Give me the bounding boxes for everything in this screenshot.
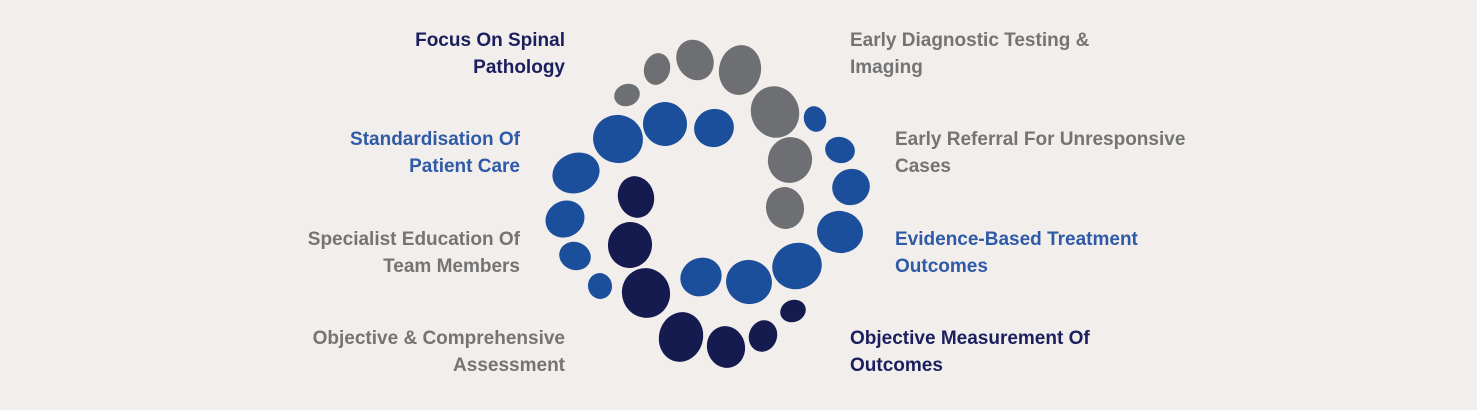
label-line: Team Members — [383, 256, 520, 277]
pebble — [825, 136, 855, 164]
pebble-circle-diagram — [545, 39, 870, 368]
pebble — [767, 137, 813, 183]
label-line: Assessment — [453, 355, 565, 376]
pebble — [593, 114, 643, 164]
label-early-diagnostic-testing: Early Diagnostic Testing & Imaging — [850, 27, 1089, 81]
gray-pebble-group — [614, 39, 813, 229]
pebble — [832, 168, 870, 206]
label-line: Outcomes — [895, 256, 988, 277]
label-objective-measurement: Objective Measurement Of Outcomes — [850, 325, 1090, 379]
label-early-referral: Early Referral For Unresponsive Cases — [895, 126, 1185, 180]
label-standardisation-of-patient-care: Standardisation Of Patient Care — [350, 126, 520, 180]
label-specialist-education: Specialist Education Of Team Members — [308, 226, 520, 280]
label-line: Cases — [895, 156, 951, 177]
pebble — [803, 106, 827, 132]
pebble — [643, 102, 687, 146]
label-line: Objective Measurement Of — [850, 328, 1090, 349]
pebble — [614, 83, 640, 107]
navy-pebble-group — [607, 176, 806, 368]
pebble — [621, 268, 671, 318]
label-line: Outcomes — [850, 355, 943, 376]
pebble — [780, 299, 806, 323]
pebble — [559, 241, 591, 271]
pebble — [765, 187, 805, 229]
label-line: Patient Care — [409, 156, 520, 177]
pebble — [607, 222, 653, 268]
label-line: Pathology — [473, 57, 565, 78]
label-line: Focus On Spinal — [415, 30, 565, 51]
blue-pebble-group — [545, 102, 870, 305]
label-line: Early Diagnostic Testing & — [850, 30, 1090, 51]
label-line: Evidence-Based Treatment — [895, 229, 1138, 250]
pebble — [750, 86, 800, 138]
label-evidence-based-treatment: Evidence-Based Treatment Outcomes — [895, 226, 1138, 280]
label-line: Objective & Comprehensive — [312, 328, 565, 349]
label-line: Early Referral For Unresponsive — [895, 129, 1186, 150]
pebble — [617, 176, 655, 218]
pebble — [587, 273, 613, 299]
pebble — [658, 312, 704, 362]
label-line: Specialist Education Of — [307, 229, 520, 250]
pebble — [817, 210, 863, 254]
pebble — [694, 108, 734, 148]
label-line: Standardisation Of — [350, 129, 520, 150]
pebble — [676, 39, 714, 81]
label-focus-on-spinal-pathology: Focus On Spinal Pathology — [415, 27, 565, 81]
pebble — [772, 242, 822, 290]
pebble — [748, 320, 778, 352]
pebble — [726, 259, 772, 305]
pebble — [545, 200, 585, 238]
pebble — [680, 257, 722, 297]
label-line: Imaging — [850, 57, 923, 78]
pebble — [718, 45, 762, 95]
pebble — [552, 152, 600, 194]
pebble — [643, 53, 671, 85]
pebble — [706, 326, 746, 368]
label-objective-comprehensive-assessment: Objective & Comprehensive Assessment — [313, 325, 565, 379]
